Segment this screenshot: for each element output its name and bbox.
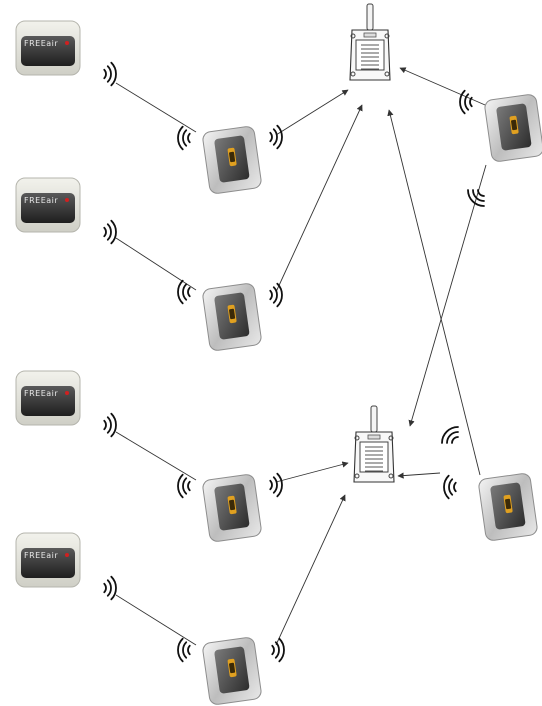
repeater-rp4 bbox=[202, 637, 262, 706]
led-indicator bbox=[65, 553, 69, 557]
signal-waves-4 bbox=[104, 577, 116, 600]
links-layer bbox=[116, 68, 492, 645]
repeater-rp5 bbox=[484, 94, 542, 163]
repeater-rp3 bbox=[202, 474, 262, 543]
signal-waves-15 bbox=[442, 427, 458, 443]
led-indicator bbox=[65, 198, 69, 202]
link-tx3-rp3 bbox=[116, 432, 196, 480]
link-rp6-rx1 bbox=[389, 110, 480, 475]
signal-waves-layer bbox=[104, 63, 484, 662]
transmitter-tx1: FREEair bbox=[16, 21, 80, 75]
repeater-rp1 bbox=[202, 126, 262, 195]
repeater-rp6 bbox=[478, 473, 538, 542]
signal-waves-8 bbox=[178, 639, 190, 662]
signal-waves-16 bbox=[444, 476, 456, 499]
link-rp6-rx2 bbox=[398, 473, 440, 476]
transmitter-tx2: FREEair bbox=[16, 178, 80, 232]
signal-waves-1 bbox=[104, 63, 116, 86]
transmitter-brand-label: FREEair bbox=[24, 389, 58, 398]
link-tx2-rp2 bbox=[116, 238, 196, 290]
antenna-icon bbox=[367, 4, 373, 30]
signal-waves-5 bbox=[178, 127, 190, 150]
signal-waves-7 bbox=[178, 475, 190, 498]
link-rp4-rx2 bbox=[276, 495, 345, 645]
link-rp2-rx1 bbox=[276, 105, 362, 292]
signal-waves-6 bbox=[178, 281, 190, 304]
link-rp1-rx1 bbox=[276, 90, 348, 135]
signal-waves-10 bbox=[270, 284, 282, 307]
link-tx4-rp4 bbox=[116, 595, 196, 645]
link-rp3-rx2 bbox=[276, 463, 348, 482]
led-indicator bbox=[65, 41, 69, 45]
transmitter-tx3: FREEair bbox=[16, 371, 80, 425]
signal-waves-9 bbox=[270, 126, 282, 149]
transmitter-brand-label: FREEair bbox=[24, 39, 58, 48]
link-tx1-rp1 bbox=[116, 83, 196, 132]
signal-waves-13 bbox=[460, 91, 472, 114]
signal-waves-3 bbox=[104, 414, 116, 437]
signal-waves-12 bbox=[272, 639, 284, 662]
led-indicator bbox=[65, 391, 69, 395]
transmitter-tx4: FREEair bbox=[16, 533, 80, 587]
antenna-icon bbox=[371, 406, 377, 432]
transmitter-brand-label: FREEair bbox=[24, 551, 58, 560]
link-rp5-rx1 bbox=[400, 68, 492, 108]
signal-waves-11 bbox=[270, 474, 282, 497]
transmitter-brand-label: FREEair bbox=[24, 196, 58, 205]
receiver-rx2 bbox=[354, 406, 394, 482]
receiver-rx1 bbox=[350, 4, 390, 80]
link-rp5-rx2 bbox=[410, 165, 486, 426]
signal-waves-2 bbox=[104, 221, 116, 244]
repeater-rp2 bbox=[202, 283, 262, 352]
signal-waves-14 bbox=[468, 190, 484, 206]
